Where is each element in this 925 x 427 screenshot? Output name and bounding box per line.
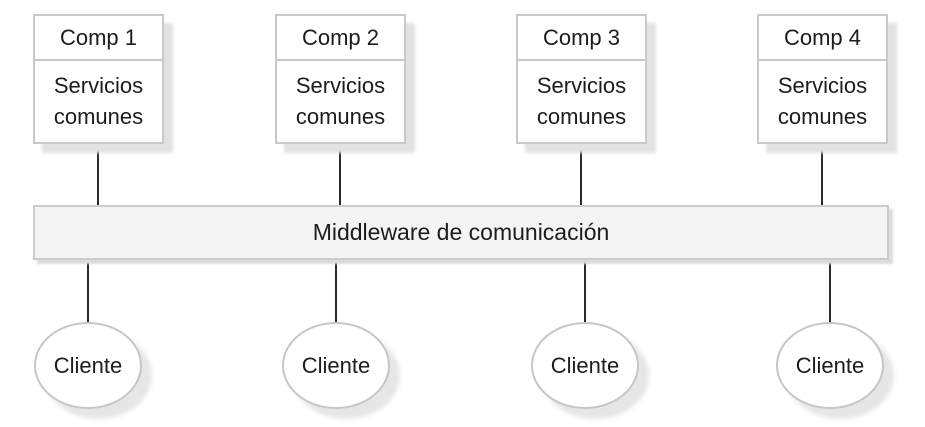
component-title: Comp 4 bbox=[759, 16, 886, 61]
client-ellipse-4: Cliente bbox=[776, 322, 884, 409]
connector-comp1-middleware bbox=[97, 142, 99, 206]
middleware-bar: Middleware de comunicación bbox=[33, 205, 889, 260]
connector-comp4-middleware bbox=[821, 142, 823, 206]
connector-middleware-client3 bbox=[584, 258, 586, 324]
client-label: Cliente bbox=[301, 352, 371, 378]
connector-comp3-middleware bbox=[580, 142, 582, 206]
component-title: Comp 2 bbox=[277, 16, 404, 61]
component-services-label: Servicios comunes bbox=[777, 73, 868, 129]
connector-middleware-client4 bbox=[829, 258, 831, 324]
client-ellipse-2: Cliente bbox=[282, 322, 390, 409]
component-box-3: Comp 3 Servicios comunes bbox=[516, 14, 647, 144]
component-box-2: Comp 2 Servicios comunes bbox=[275, 14, 406, 144]
component-services-label: Servicios comunes bbox=[536, 73, 627, 129]
component-title: Comp 1 bbox=[35, 16, 162, 61]
connector-comp2-middleware bbox=[339, 142, 341, 206]
client-ellipse-1: Cliente bbox=[34, 322, 142, 409]
component-box-1: Comp 1 Servicios comunes bbox=[33, 14, 164, 144]
middleware-label: Middleware de comunicación bbox=[312, 219, 610, 245]
component-title: Comp 3 bbox=[518, 16, 645, 61]
client-label: Cliente bbox=[53, 352, 123, 378]
client-label: Cliente bbox=[550, 352, 620, 378]
connector-middleware-client2 bbox=[335, 258, 337, 324]
connector-middleware-client1 bbox=[87, 258, 89, 324]
component-box-4: Comp 4 Servicios comunes bbox=[757, 14, 888, 144]
client-ellipse-3: Cliente bbox=[531, 322, 639, 409]
client-label: Cliente bbox=[795, 352, 865, 378]
component-services-label: Servicios comunes bbox=[53, 73, 144, 129]
component-services-label: Servicios comunes bbox=[295, 73, 386, 129]
